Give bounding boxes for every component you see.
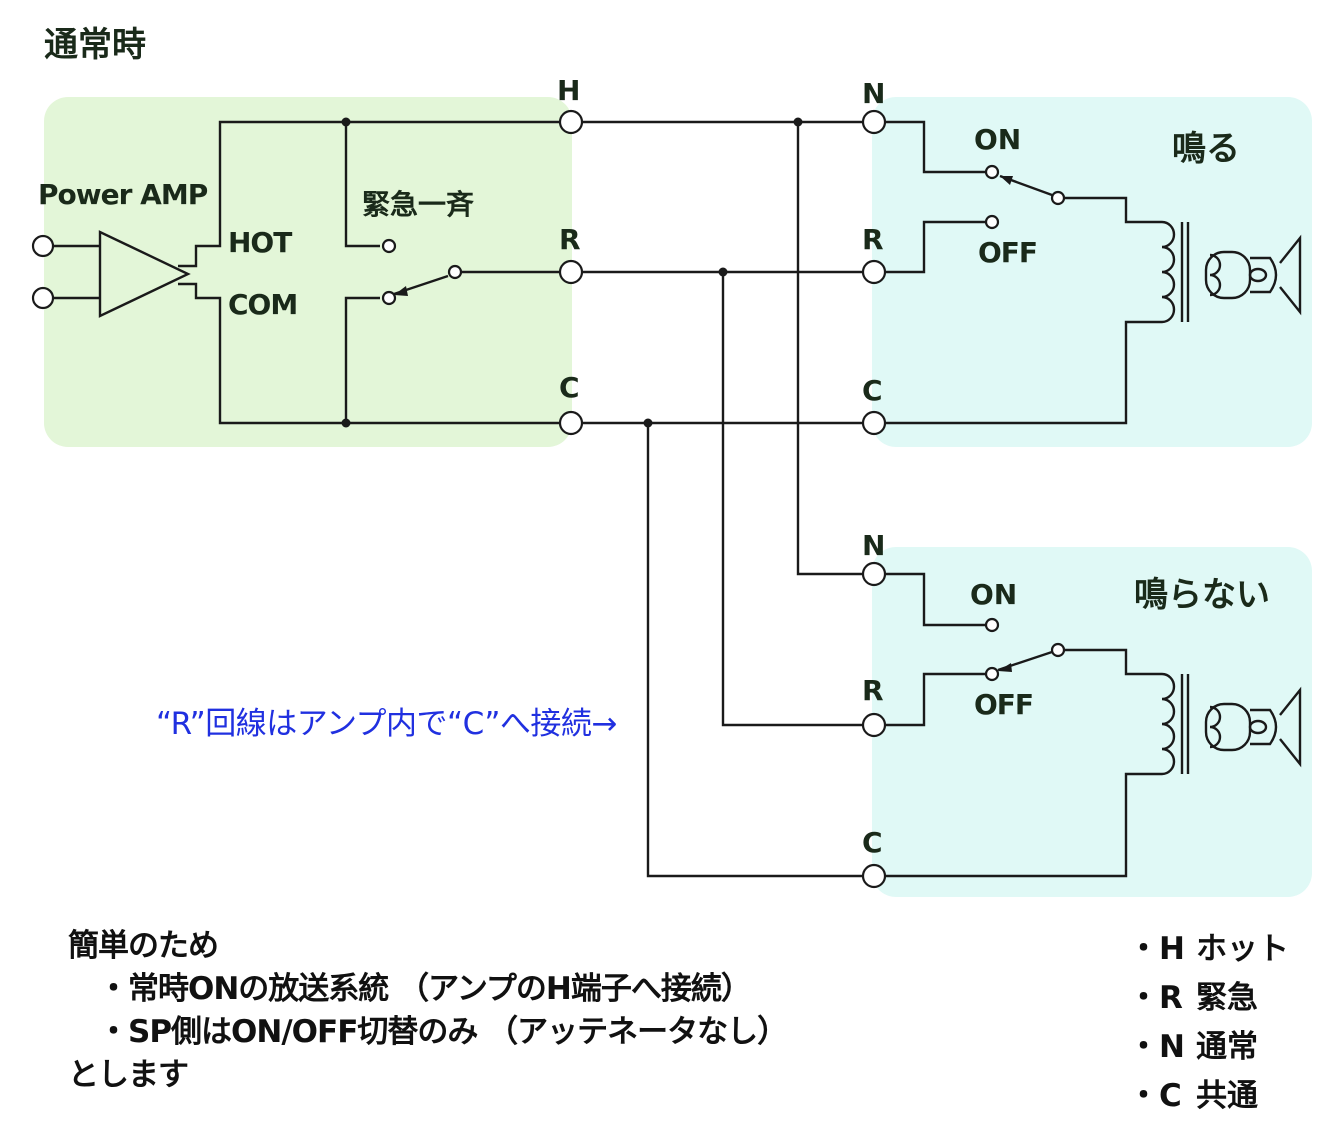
sp-top-status: 鳴る [1172, 129, 1240, 169]
sp-bot-terminal-r-label: R [862, 674, 884, 707]
amp-wiring [31, 117, 570, 428]
sp-top-terminal-n [861, 109, 887, 135]
legend-key: ・R [1128, 980, 1183, 1016]
amp-label: Power AMP [38, 178, 208, 211]
amp-panel [44, 97, 572, 447]
amp-terminal-h [558, 109, 584, 135]
page-title: 通常時 [44, 25, 146, 65]
sp-top-terminal-r-label: R [862, 223, 884, 256]
amp-terminal-c-label: C [559, 371, 580, 404]
sp-bot-terminal-c [861, 863, 887, 889]
notes-line-1: 簡単のため [68, 928, 219, 964]
sp-top-terminal-n-label: N [862, 77, 885, 110]
legend-value: ホット [1196, 931, 1289, 967]
amp-terminal-h-label: H [557, 74, 580, 107]
notes-line-2: ・常時ONの放送系統 （アンプのH端子へ接続） [98, 971, 752, 1007]
legend-item: ・N 通常 [1128, 1023, 1289, 1072]
legend-item: ・C 共通 [1128, 1072, 1289, 1121]
notes: 簡単のため ・常時ONの放送系統 （アンプのH端子へ接続） ・SP側はON/OF… [68, 925, 788, 1097]
sp-bot-status: 鳴らない [1134, 575, 1270, 615]
sp-bot-terminal-c-label: C [862, 826, 883, 859]
amp-terminal-r [558, 259, 584, 285]
speaker-top-panel [872, 97, 1312, 447]
legend-item: ・R 緊急 [1128, 974, 1289, 1023]
sp-bot-wiring [885, 572, 1302, 878]
r-line-annotation: “R”回線はアンプ内で“C”へ接続→ [156, 706, 617, 742]
trunk-wiring [582, 117, 863, 878]
legend-value: 共通 [1196, 1078, 1258, 1114]
legend: ・H ホット ・R 緊急 ・N 通常 ・C 共通 [1128, 925, 1289, 1121]
sp-bot-terminal-n [861, 561, 887, 587]
notes-line-3: ・SP側はON/OFF切替のみ （アッテネータなし） [98, 1014, 788, 1050]
emergency-switch-label: 緊急一斉 [362, 188, 474, 221]
sp-bot-terminal-n-label: N [862, 529, 885, 562]
com-label: COM [228, 288, 297, 321]
legend-key: ・C [1128, 1078, 1182, 1114]
amplifier-symbol [98, 230, 191, 318]
legend-value: 通常 [1196, 1029, 1258, 1065]
legend-key: ・H [1128, 931, 1185, 967]
sp-top-terminal-c [861, 410, 887, 436]
sp-top-terminal-r [861, 259, 887, 285]
amp-terminal-r-label: R [559, 223, 581, 256]
hot-label: HOT [228, 226, 292, 259]
notes-line-4: とします [68, 1057, 189, 1093]
sp-bot-terminal-r [861, 712, 887, 738]
legend-key: ・N [1128, 1029, 1185, 1065]
sp-top-on-label: ON [974, 123, 1021, 156]
sp-bot-off-label: OFF [974, 688, 1033, 721]
legend-item: ・H ホット [1128, 925, 1289, 974]
legend-value: 緊急 [1196, 980, 1258, 1016]
sp-top-off-label: OFF [978, 236, 1037, 269]
sp-bot-on-label: ON [970, 578, 1017, 611]
speaker-bottom-panel [872, 547, 1312, 897]
sp-top-wiring [885, 120, 1302, 425]
sp-top-terminal-c-label: C [862, 374, 883, 407]
amp-terminal-c [558, 410, 584, 436]
